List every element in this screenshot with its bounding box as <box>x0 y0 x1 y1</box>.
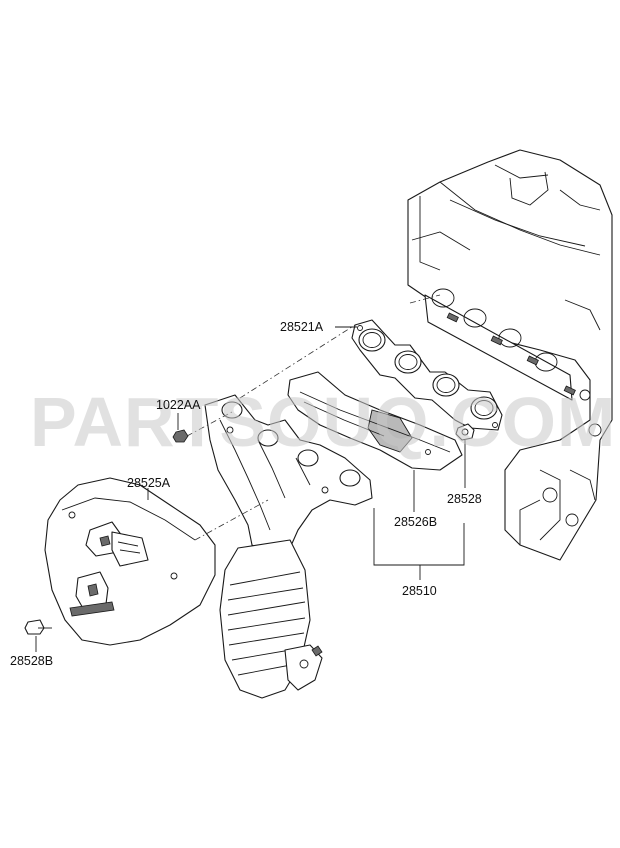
leader-lines <box>35 326 466 652</box>
watermark: PARTSOUQ.COM <box>30 383 616 461</box>
manifold-gasket-28521A <box>351 319 503 431</box>
nut-28528 <box>455 423 475 441</box>
engine-block <box>407 149 613 561</box>
callout-28528: 28528 <box>447 492 482 506</box>
callout-28525A: 28525A <box>127 476 171 490</box>
exhaust-manifold-28510 <box>204 394 373 699</box>
alignment-lines <box>186 294 441 541</box>
heat-protector-28525A <box>44 477 216 646</box>
callout-28526B: 28526B <box>394 515 437 529</box>
callout-28510: 28510 <box>402 584 437 598</box>
bolt-1022AA <box>172 429 189 443</box>
heat-shield-28526B <box>287 371 463 471</box>
callout-28521A: 28521A <box>280 320 324 334</box>
bolt-28528B <box>24 619 52 635</box>
callout-28528B: 28528B <box>10 654 53 668</box>
head-gasket-ports <box>424 288 576 401</box>
callout-1022AA: 1022AA <box>156 398 201 412</box>
